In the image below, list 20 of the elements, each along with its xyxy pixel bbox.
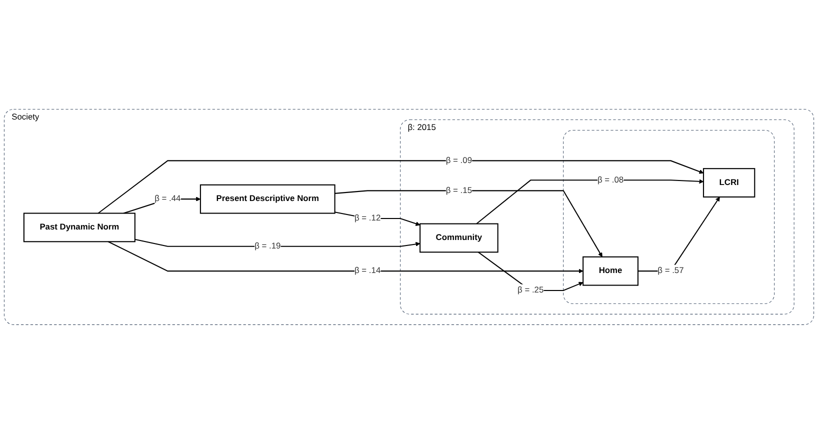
arrow bbox=[334, 190, 602, 258]
edge-label: β = .44 bbox=[154, 194, 181, 204]
edge-label: β = .14 bbox=[354, 266, 381, 276]
node-box: Community bbox=[420, 223, 498, 253]
arrow bbox=[108, 241, 584, 274]
edge-label: β = .57 bbox=[658, 266, 684, 276]
node-box: LCRI bbox=[702, 168, 756, 198]
arrow bbox=[476, 179, 704, 224]
edge-label: β = .09 bbox=[446, 156, 472, 165]
arrow bbox=[134, 238, 420, 247]
node-box: Home bbox=[582, 256, 638, 286]
edge-label: β = .08 bbox=[597, 175, 624, 184]
edge-label: β = .19 bbox=[254, 242, 281, 251]
cluster bbox=[563, 130, 775, 304]
edge-label: β = .25 bbox=[518, 286, 544, 295]
edge-label: β = .15 bbox=[446, 186, 472, 195]
arrow bbox=[334, 212, 420, 226]
node-box: Present Descriptive Norm bbox=[200, 184, 336, 214]
edge-label: β = .12 bbox=[354, 214, 381, 223]
node-box: Past Dynamic Norm bbox=[23, 212, 136, 242]
